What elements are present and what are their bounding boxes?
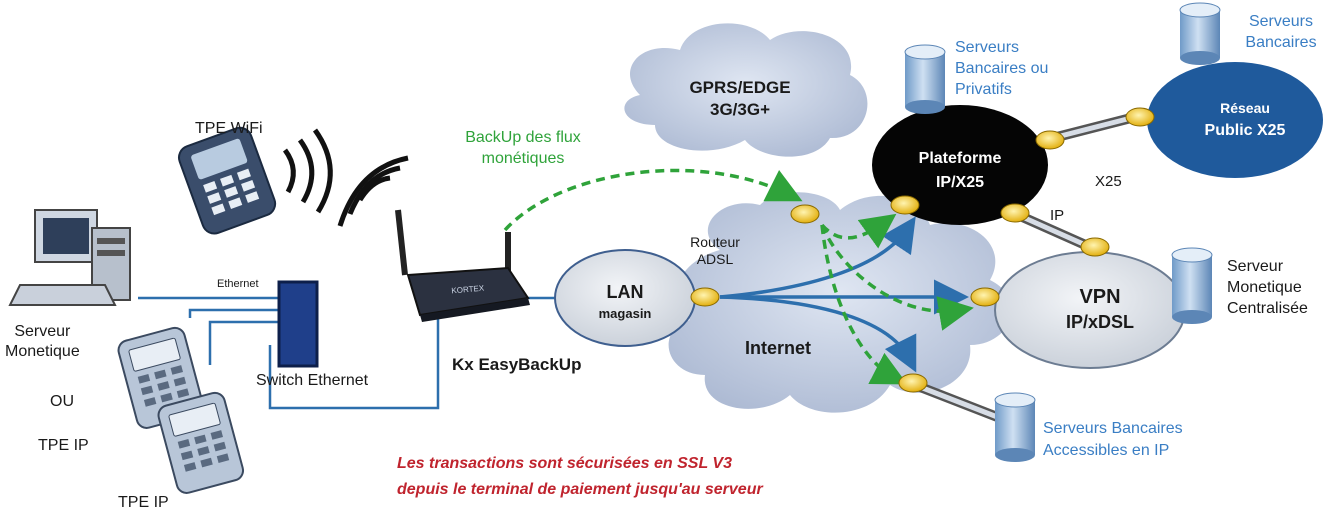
computer-server-icon xyxy=(8,209,131,306)
router-node-adsl xyxy=(690,287,720,307)
backup-routes xyxy=(503,168,974,385)
router-node-vpn xyxy=(970,287,1000,307)
internet-label: Internet xyxy=(745,338,812,358)
reseau-line2: Public X25 xyxy=(1204,122,1286,139)
tpe-ip-label-2: TPE IP xyxy=(118,494,169,511)
routeur-adsl-label: Routeur ADSL xyxy=(690,234,740,267)
kx-easybackup-router: KORTEX xyxy=(395,209,530,322)
serveur-monetique-centralisee-label: Serveur Monetique Centralisée xyxy=(1227,258,1308,317)
router-node-backup xyxy=(790,204,820,224)
tpe-ip-label-1: TPE IP xyxy=(38,437,89,454)
router-node-accessible xyxy=(898,373,928,393)
kx-easybackup-label: Kx EasyBackUp xyxy=(452,355,582,374)
reseau-line1: Réseau xyxy=(1220,100,1270,116)
vpn-ellipse xyxy=(994,251,1186,369)
database-icon-accessibles xyxy=(994,392,1036,462)
gprs-line1: GPRS/EDGE xyxy=(689,78,791,97)
tpe-ip-terminal-2 xyxy=(157,391,245,494)
footer-line1: Les transactions sont sécurisées en SSL … xyxy=(397,455,732,472)
router-node-plateforme-2 xyxy=(1000,203,1030,223)
vpn-line1: VPN xyxy=(1079,286,1121,308)
x25-label: X25 xyxy=(1095,173,1122,190)
database-icon-privatifs xyxy=(904,44,946,114)
router-node-plateforme-x25 xyxy=(1035,130,1065,150)
vpn-line2: IP/xDSL xyxy=(1065,312,1135,332)
ou-label: OU xyxy=(50,393,74,410)
ip-label: IP xyxy=(1050,207,1065,224)
ethernet-switch xyxy=(277,280,319,368)
router-node-reseau xyxy=(1125,107,1155,127)
router-node-plateforme-1 xyxy=(890,195,920,215)
router-node-vpn-top xyxy=(1080,237,1110,257)
ethernet-label: Ethernet xyxy=(217,278,259,290)
wifi-waves xyxy=(282,128,409,227)
database-icon-monetique xyxy=(1171,247,1213,324)
gprs-cloud xyxy=(624,23,868,157)
tpe-wifi-label: TPE WiFi xyxy=(195,120,263,137)
gprs-line2: 3G/3G+ xyxy=(709,100,770,119)
plateforme-line1: Plateforme xyxy=(918,150,1002,167)
footer-line2: depuis le terminal de paiement jusqu'au … xyxy=(397,481,763,498)
lan-subtitle: magasin xyxy=(598,306,652,321)
router-brand: KORTEX xyxy=(451,284,485,296)
plateforme-line2: IP/X25 xyxy=(935,174,985,191)
backup-label: BackUp des flux monétiques xyxy=(465,129,581,167)
lan-cables xyxy=(138,296,560,410)
lan-title: LAN xyxy=(606,282,644,302)
plateforme-ellipse xyxy=(872,105,1048,225)
serveurs-privatifs-label: Serveurs Bancaires ou Privatifs xyxy=(955,39,1049,98)
cable-tpe-ip-1 xyxy=(188,308,280,318)
serveurs-bancaires-top-label: Serveurs Bancaires xyxy=(1245,13,1317,51)
tpe-wifi-terminal xyxy=(177,126,277,235)
serveur-monetique-label: Serveur Monetique xyxy=(5,323,80,360)
router-nodes xyxy=(690,107,1155,393)
cable-tpe-ip-2 xyxy=(208,320,280,365)
reseau-ellipse xyxy=(1147,62,1323,178)
switch-label: Switch Ethernet xyxy=(256,372,369,389)
serveurs-accessibles-label: Serveurs Bancaires Accessibles en IP xyxy=(1043,420,1183,459)
database-icon-bancaires-top xyxy=(1179,2,1221,65)
